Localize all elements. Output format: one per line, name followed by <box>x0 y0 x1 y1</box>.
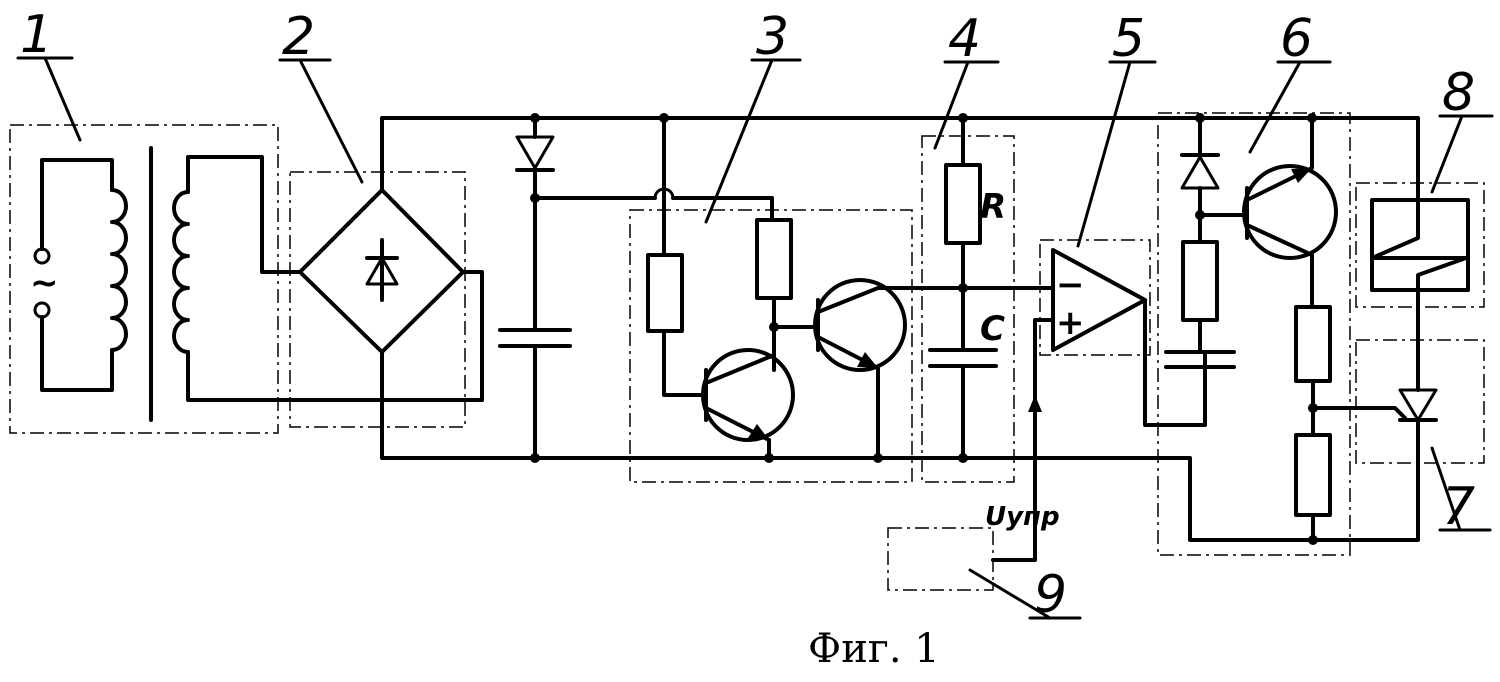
r8-resistor <box>1294 433 1332 517</box>
leader-8 <box>1430 114 1464 194</box>
junction <box>958 283 968 293</box>
resistor-label: R <box>980 187 1006 227</box>
opamp-plus-feed <box>991 318 1055 562</box>
figure-caption: Фиг. 1 <box>808 626 940 672</box>
block-5-outline <box>1039 239 1151 356</box>
bridge-diode-icon <box>365 256 399 286</box>
block-6-outline <box>1157 112 1351 556</box>
block3-top-feed <box>671 196 774 222</box>
negative-rail <box>380 350 1420 542</box>
block-1-outline <box>9 124 279 434</box>
t1-emitter-arrow-icon <box>748 424 769 440</box>
junction <box>873 453 883 463</box>
opamp-triangle <box>1051 248 1147 352</box>
primary-coil <box>110 188 128 352</box>
gate-drive-line <box>1311 406 1407 420</box>
secondary-coil <box>172 190 190 354</box>
junction <box>530 453 540 463</box>
ac-source-symbol: ~ <box>30 263 59 303</box>
junction <box>530 113 540 123</box>
transformer <box>33 146 484 422</box>
input-terminal-bottom <box>33 301 51 319</box>
bridge-rectifier <box>298 188 484 402</box>
secondary-lead-top <box>186 155 302 274</box>
leader-7 <box>1430 446 1462 532</box>
leader-5 <box>1076 60 1132 248</box>
junction <box>1308 535 1318 545</box>
junction <box>1195 113 1205 123</box>
block-number-6: 6 <box>1280 9 1313 69</box>
load-zigzag-icon <box>1370 198 1468 392</box>
leader-2 <box>298 58 364 184</box>
block-4-rc <box>928 116 998 460</box>
block-7-thyristor <box>1398 388 1438 422</box>
block-number-2: 2 <box>282 7 315 67</box>
block-number-1: 1 <box>20 5 53 65</box>
t2-collector-out <box>816 286 1055 314</box>
junction <box>958 113 968 123</box>
block-9-outline <box>887 527 994 591</box>
r1-resistor <box>646 253 684 333</box>
t2-emitter-arrow-icon <box>857 352 878 368</box>
block-8-load <box>1370 198 1470 392</box>
transistor-3 <box>1242 164 1338 260</box>
opamp-output <box>1143 298 1207 427</box>
block-number-4: 4 <box>948 9 981 69</box>
r2-resistor <box>755 218 793 300</box>
thyristor-icon <box>1398 388 1438 422</box>
control-signal-label: Uупр <box>985 502 1060 532</box>
block-number-9: 9 <box>1034 565 1067 625</box>
primary-lead-bottom <box>40 315 114 392</box>
block-4-outline <box>921 135 1015 483</box>
t1-collector <box>704 353 776 385</box>
leader-4 <box>933 60 970 150</box>
junction <box>1308 403 1318 413</box>
r1-to-base <box>662 329 706 397</box>
bridge-ac-return <box>461 270 484 402</box>
positive-rail <box>380 116 1420 202</box>
block-number-3: 3 <box>756 7 789 67</box>
r-resistor <box>944 163 982 245</box>
d6-diode-icon <box>1180 155 1220 190</box>
block-number-5: 5 <box>1112 9 1145 69</box>
capacitor-label: C <box>980 309 1005 349</box>
signal-arrow-icon <box>1028 395 1042 412</box>
junction <box>769 322 779 332</box>
junction <box>764 453 774 463</box>
opamp-plus-label: + <box>1056 303 1085 343</box>
t3-emitter <box>1245 116 1314 202</box>
opamp-minus-label: − <box>1056 265 1085 305</box>
input-terminal-top <box>33 247 51 265</box>
leader-9 <box>968 568 1052 620</box>
junction <box>659 113 669 123</box>
primary-lead-top <box>40 158 114 251</box>
junction <box>530 193 540 203</box>
block-2-outline <box>289 171 466 428</box>
block-number-8: 8 <box>1442 63 1475 123</box>
supply-diode-icon <box>515 135 555 170</box>
block-3-circuit <box>646 116 1055 460</box>
t3-emitter-arrow-icon <box>1291 168 1312 183</box>
transistor-2 <box>813 278 907 372</box>
leader-1 <box>43 56 82 142</box>
junction <box>1307 113 1317 123</box>
secondary-lead-bottom <box>186 350 484 402</box>
block-number-7: 7 <box>1442 477 1475 537</box>
block-6-circuit <box>1164 116 1407 542</box>
leader-6 <box>1248 60 1302 154</box>
comparator <box>991 248 1207 562</box>
junction <box>1195 210 1205 220</box>
junction <box>958 453 968 463</box>
leader-3 <box>704 58 774 224</box>
t3-collector <box>1245 223 1314 309</box>
r7-resistor <box>1294 305 1332 383</box>
transistor-1 <box>701 348 795 442</box>
supply-diode <box>515 116 555 172</box>
r6-resistor <box>1181 240 1219 322</box>
